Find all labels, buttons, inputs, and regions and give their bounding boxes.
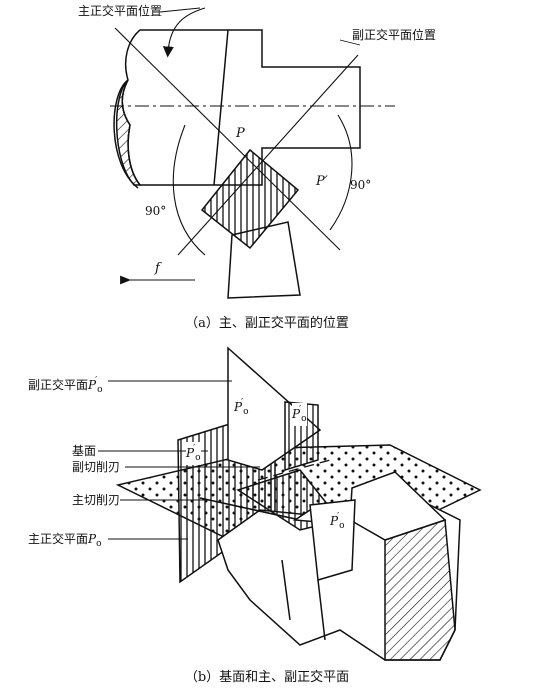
figure-b: [98, 346, 482, 661]
tool-tip-hatch: [200, 148, 300, 250]
angle-label-right: 90°: [350, 178, 372, 192]
label-main-cutting-edge: 主切削刃: [72, 493, 121, 507]
angle-arc-left: [172, 124, 206, 256]
caption-a: （a）主、副正交平面的位置: [185, 316, 349, 331]
feed-label: f: [155, 261, 160, 276]
label-P: P: [236, 126, 245, 141]
angle-label-left: 90°: [145, 204, 167, 218]
label-P-prime: P′: [316, 174, 328, 189]
label-aux-orth-plane: 副正交平面P′o: [28, 376, 103, 395]
tool-body: [227, 221, 301, 299]
inner-label-upper: P′o: [234, 398, 249, 417]
angle-arc-right: [329, 114, 353, 231]
label-main-orth-position: 主正交平面位置: [78, 4, 163, 18]
workpiece-section-hatch: [115, 79, 142, 186]
label-aux-orth-position: 副正交平面位置: [352, 28, 437, 42]
label-aux-cutting-edge: 副切削刃: [72, 460, 121, 474]
caption-b: （b）基面和主、副正交平面: [184, 670, 350, 685]
aux-orth-plane-line: [177, 54, 359, 256]
label-main-orth-plane: 主正交平面Po: [28, 532, 102, 549]
rotation-arrow: [162, 7, 206, 58]
tool-end-hatch: [384, 518, 456, 661]
inner-label-lower: P′o: [330, 510, 345, 533]
inner-label-left: P′o: [186, 442, 201, 465]
label-base-plane: 基面: [72, 444, 97, 458]
figure-a: [110, 7, 395, 299]
aux-cutting-edge-dash: [257, 459, 331, 481]
inner-label-right: P′o: [292, 403, 307, 426]
main-orth-plane-line: [114, 27, 341, 251]
